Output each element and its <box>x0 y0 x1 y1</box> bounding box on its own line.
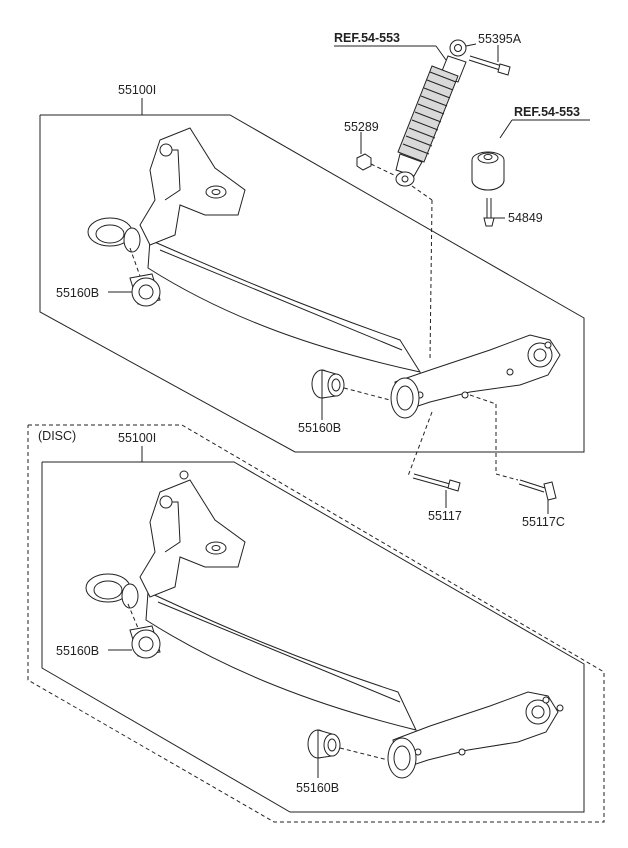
part-label-axle-disc: 55100I <box>118 431 156 445</box>
bushing-55160b-center-top <box>311 369 391 401</box>
disc-title: (DISC) <box>38 429 76 443</box>
bushing-55160b-center-disc <box>307 729 389 761</box>
bolt-55395a <box>468 55 511 76</box>
part-label-55117: 55117 <box>428 509 462 523</box>
leader-lines-disc <box>108 649 319 778</box>
part-label-bushing-center-disc: 55160B <box>296 781 339 795</box>
part-label-55289: 55289 <box>344 120 379 134</box>
part-label-55395a: 55395A <box>478 32 522 46</box>
bolt-55117 <box>407 411 461 492</box>
part-label-54849: 54849 <box>508 211 543 225</box>
part-label-axle-top: 55100I <box>118 83 156 97</box>
ref-label-top: REF.54-553 <box>334 31 400 45</box>
disc-assembly-frame <box>27 424 605 823</box>
part-label-55117c: 55117C <box>522 515 565 529</box>
bushing-55160b-left-top <box>129 247 161 307</box>
shock-bellows <box>397 65 459 163</box>
bump-stopper <box>471 151 505 191</box>
top-assembly-frame <box>39 114 585 453</box>
bushing-55160b-left-disc <box>127 603 161 659</box>
torsion-beam-axle-top <box>87 127 561 419</box>
part-label-bushing-left-disc: 55160B <box>56 644 99 658</box>
part-label-bushing-center-top: 55160B <box>298 421 341 435</box>
torsion-beam-axle-disc <box>85 470 564 779</box>
part-label-bushing-left-top: 55160B <box>56 286 99 300</box>
ref-label-right: REF.54-553 <box>514 105 580 119</box>
bolt-54849 <box>483 198 495 227</box>
nut-55289 <box>356 153 397 177</box>
bolt-55117c <box>469 394 557 501</box>
shock-absorber <box>395 39 467 187</box>
